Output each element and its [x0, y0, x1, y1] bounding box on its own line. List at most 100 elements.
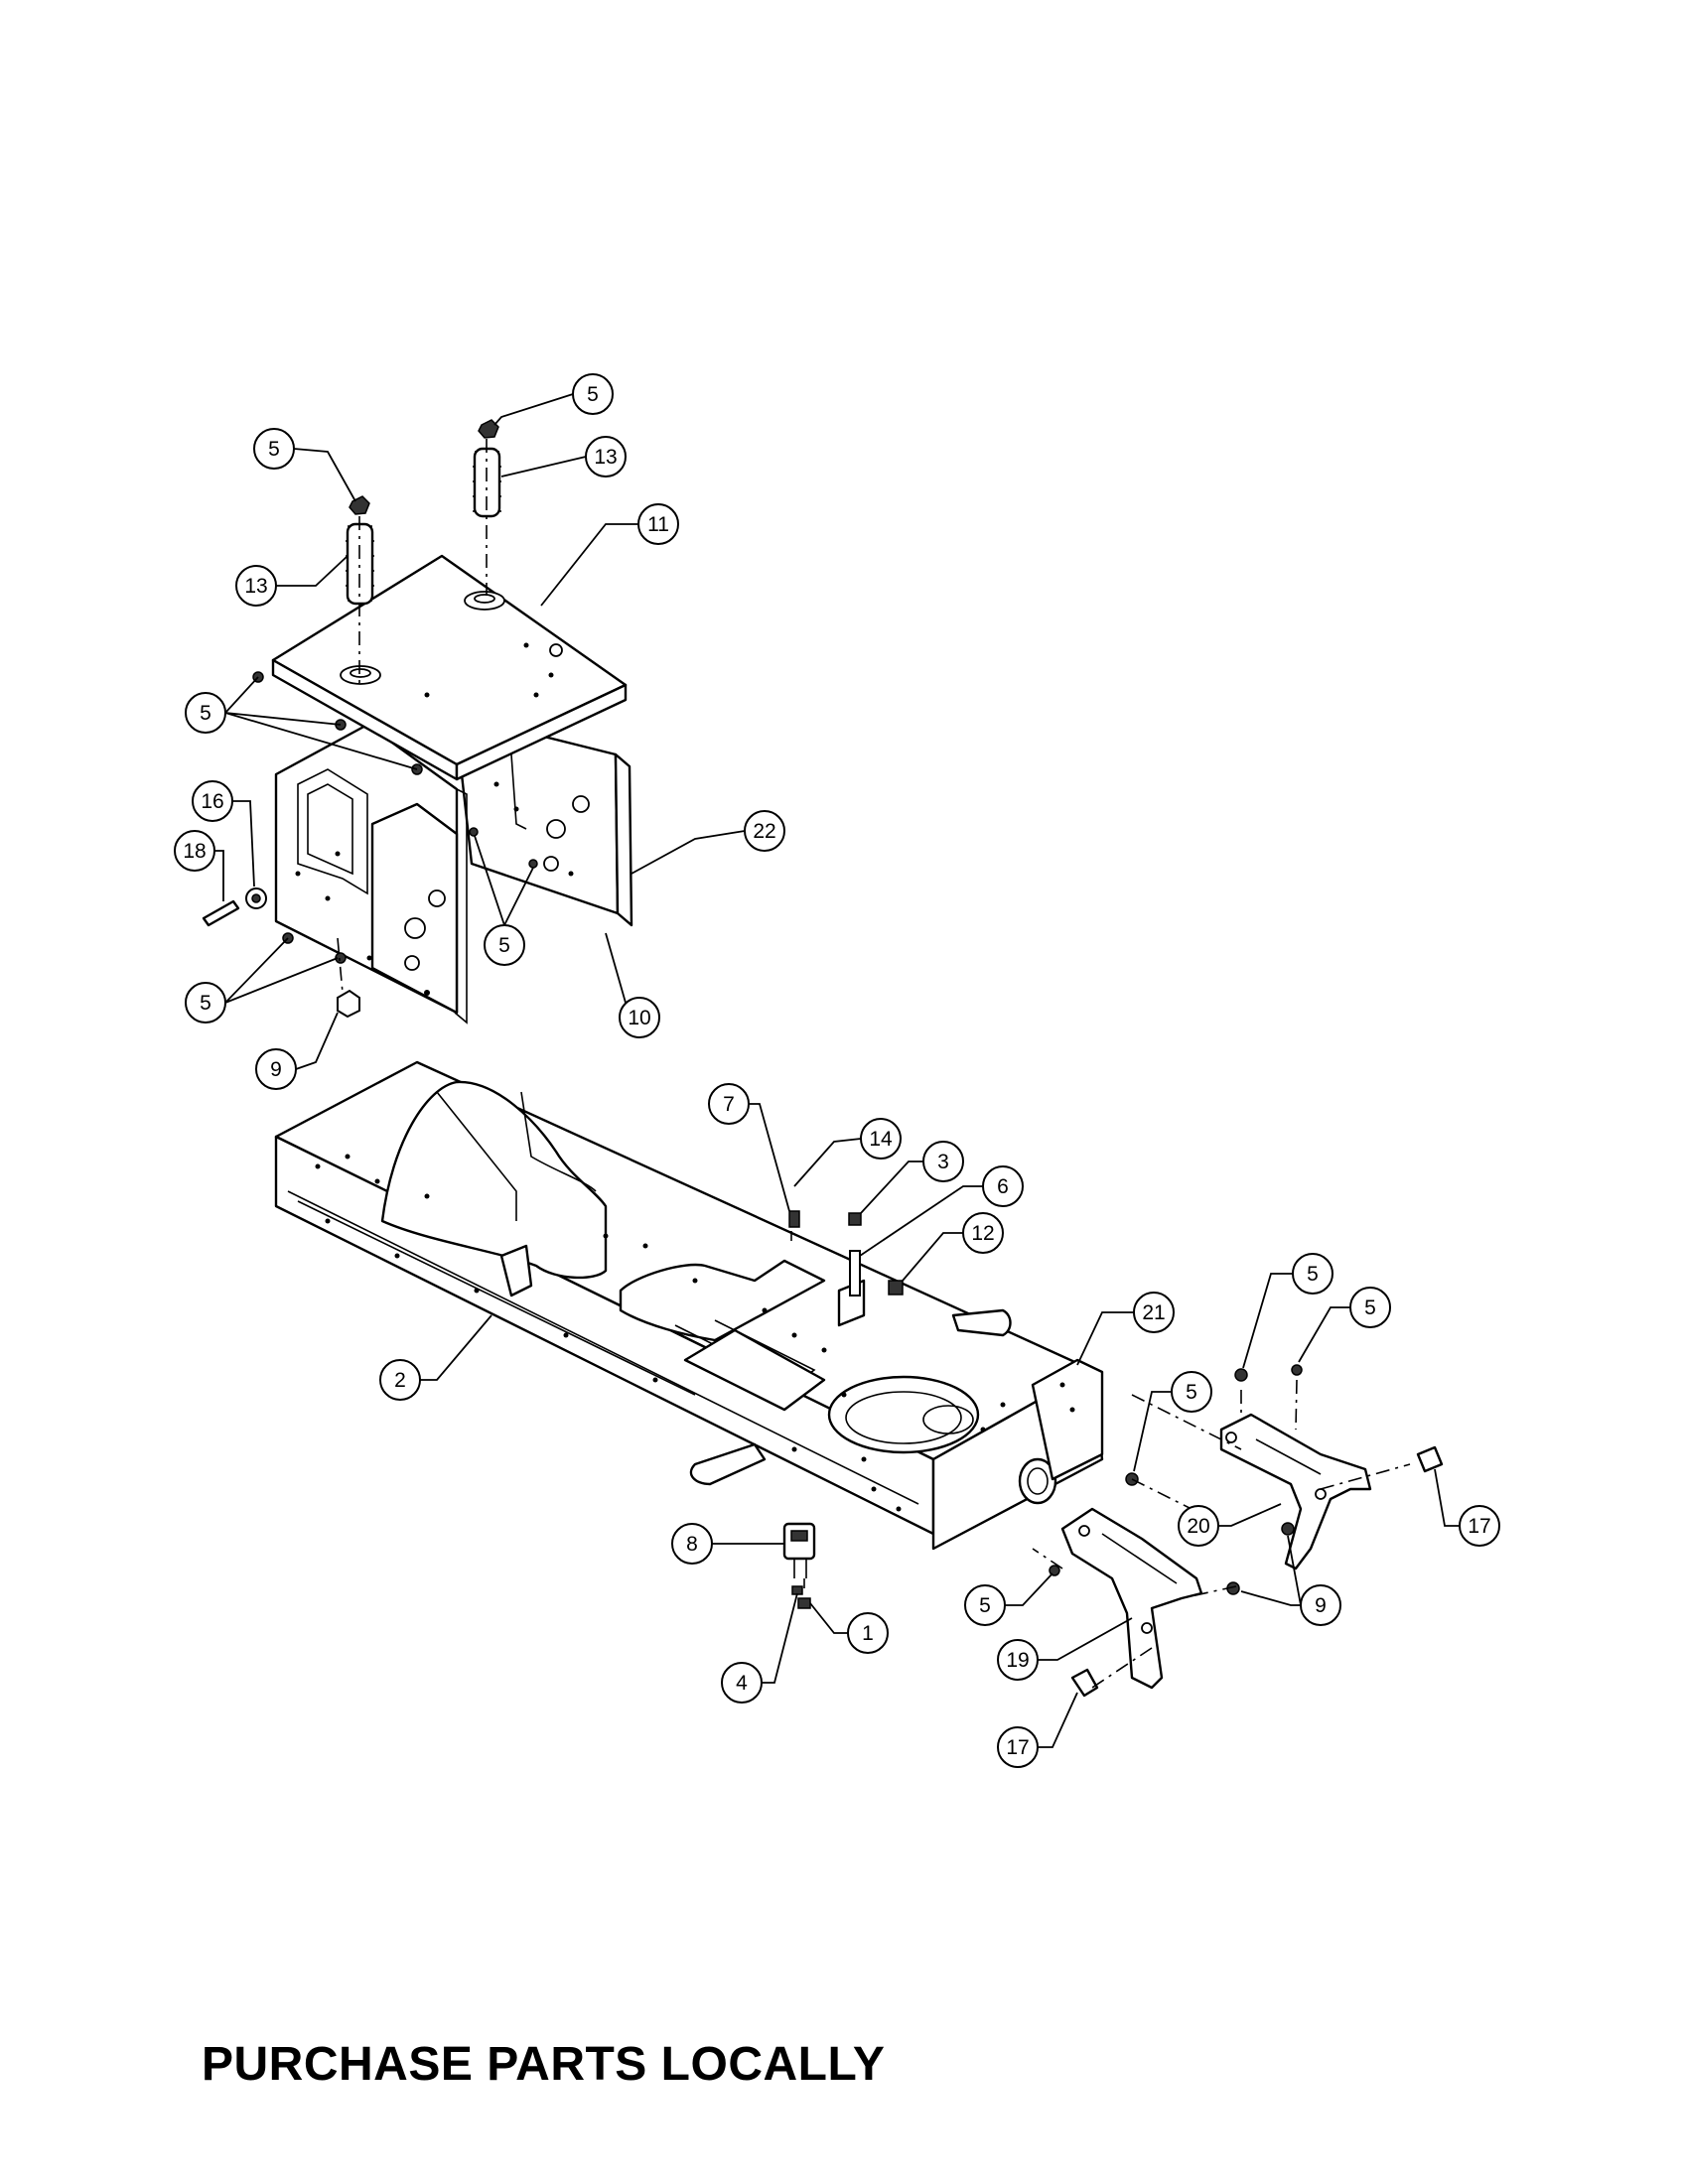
- leader-line: [902, 1232, 963, 1282]
- callout-17-a: 17: [1434, 1468, 1500, 1547]
- callout-bubble: [192, 780, 233, 822]
- callout-5-g: 5: [1298, 1287, 1391, 1363]
- callout-number: 18: [183, 840, 206, 863]
- callout-13-a: 13: [500, 436, 627, 478]
- callout-5-h: 5: [1133, 1371, 1212, 1472]
- switch-8: [782, 1522, 816, 1578]
- leader-line: [1133, 1391, 1172, 1472]
- callout-number: 3: [937, 1151, 949, 1173]
- axle-bracket-19: [1060, 1507, 1203, 1690]
- callout-bubble: [185, 982, 226, 1024]
- callout-bubble: [982, 1165, 1024, 1207]
- callout-number: 20: [1187, 1515, 1209, 1538]
- callout-number: 11: [647, 513, 669, 536]
- callout-5-e: 5: [474, 835, 534, 966]
- rear-panel-22: [455, 713, 633, 927]
- callout-3: 3: [860, 1141, 964, 1214]
- leader-line: [1218, 1503, 1282, 1527]
- leader-line: [500, 456, 587, 478]
- callout-number: 6: [997, 1175, 1009, 1198]
- callout-bubble: [860, 1118, 902, 1160]
- callout-5-f: 5: [1242, 1253, 1333, 1369]
- leader-line: [1240, 1535, 1302, 1606]
- callout-number: 7: [723, 1093, 735, 1116]
- callout-bubble: [1459, 1505, 1500, 1547]
- callout-bubble: [962, 1212, 1004, 1254]
- callout-bubble: [708, 1083, 750, 1125]
- leader-line: [214, 850, 224, 901]
- callout-number: 5: [979, 1594, 991, 1617]
- callout-layer: 5135131151618225510971436122125551720814…: [174, 373, 1500, 1768]
- callout-number: 1: [862, 1622, 874, 1645]
- callout-bubble: [185, 692, 226, 734]
- callout-16: 16: [192, 780, 255, 887]
- leader-line: [293, 448, 356, 502]
- callout-number: 10: [628, 1007, 650, 1029]
- callout-21: 21: [1076, 1292, 1175, 1366]
- leader-line: [1038, 1692, 1078, 1748]
- callout-22: 22: [631, 810, 785, 875]
- leader-line: [224, 937, 339, 1004]
- callout-number: 5: [200, 702, 211, 725]
- callout-bubble: [585, 436, 627, 478]
- leader-line: [631, 830, 746, 875]
- callout-number: 8: [686, 1533, 698, 1556]
- callout-number: 9: [270, 1058, 282, 1081]
- callout-bubble: [1349, 1287, 1391, 1328]
- callout-bubble: [997, 1639, 1039, 1681]
- callout-number: 5: [498, 934, 510, 957]
- callout-13-b: 13: [235, 555, 349, 607]
- leader-line: [474, 835, 534, 926]
- leader-line: [809, 1602, 848, 1634]
- callout-number: 22: [753, 820, 775, 843]
- leader-line: [540, 523, 638, 607]
- callout-number: 5: [1364, 1297, 1376, 1319]
- callout-number: 13: [244, 575, 267, 598]
- callout-bubble: [379, 1359, 421, 1401]
- callout-19: 19: [997, 1617, 1133, 1681]
- callout-10: 10: [605, 932, 660, 1038]
- callout-bubble: [671, 1523, 713, 1565]
- callout-number: 12: [971, 1222, 994, 1245]
- callout-7: 7: [708, 1083, 790, 1212]
- leader-line: [224, 676, 418, 770]
- callout-17-b: 17: [997, 1692, 1078, 1768]
- callout-2: 2: [379, 1314, 492, 1401]
- assembly-lines: [337, 439, 1411, 1689]
- callout-5-i: 5: [964, 1572, 1053, 1626]
- callout-bubble: [1292, 1253, 1333, 1295]
- callout-number: 5: [587, 383, 599, 406]
- seat-plate-11: [271, 554, 628, 781]
- callout-bubble: [1133, 1292, 1175, 1333]
- callout-number: 9: [1315, 1594, 1327, 1617]
- leader-line: [493, 393, 574, 426]
- leader-line: [276, 555, 349, 587]
- callout-number: 5: [268, 438, 280, 461]
- callout-bubble: [235, 565, 277, 607]
- leader-line: [860, 1160, 923, 1214]
- callout-5-b: 5: [253, 428, 356, 502]
- callout-9-b: 9: [1240, 1535, 1341, 1626]
- callout-number: 13: [594, 446, 617, 469]
- callout-bubble: [1300, 1584, 1341, 1626]
- callout-18: 18: [174, 830, 224, 901]
- main-frame-2: [274, 1060, 1104, 1551]
- leader-line: [1005, 1572, 1053, 1606]
- callout-number: 19: [1006, 1649, 1029, 1672]
- leader-line: [1242, 1273, 1293, 1369]
- callout-bubble: [484, 924, 525, 966]
- callout-14: 14: [793, 1118, 902, 1187]
- callout-bubble: [1178, 1505, 1219, 1547]
- callout-bubble: [637, 503, 679, 545]
- callout-number: 2: [394, 1369, 406, 1392]
- leader-line: [1038, 1617, 1133, 1661]
- side-panel-10: [274, 723, 468, 1024]
- callout-number: 17: [1006, 1736, 1029, 1759]
- callout-5-d: 5: [185, 937, 339, 1024]
- callout-bubble: [997, 1726, 1039, 1768]
- callout-4: 4: [721, 1592, 798, 1704]
- callout-bubble: [847, 1612, 889, 1654]
- callout-8: 8: [671, 1523, 784, 1565]
- purchase-parts-locally-label: PURCHASE PARTS LOCALLY: [202, 2038, 886, 2091]
- callout-bubble: [964, 1584, 1006, 1626]
